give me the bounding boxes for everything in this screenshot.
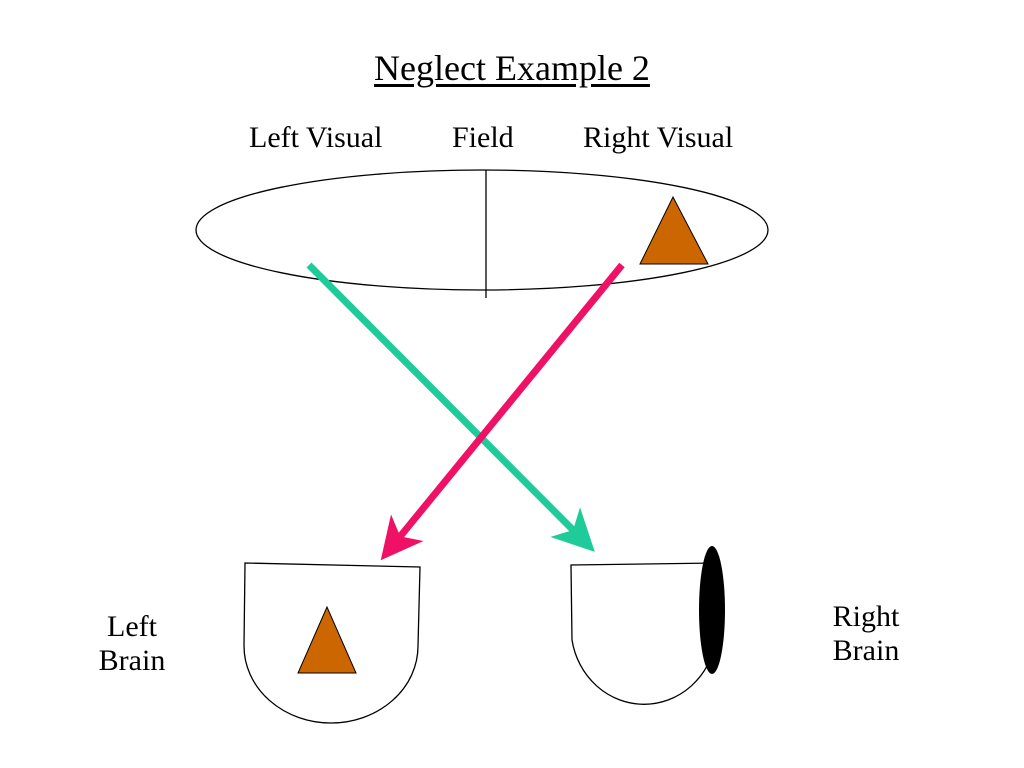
right-brain-hemisphere	[570, 562, 717, 705]
right-field-triangle-stimulus	[639, 195, 709, 265]
left-brain-label-line1: Left	[107, 610, 157, 643]
field-label: Field	[452, 121, 514, 154]
right-brain-lesion	[699, 546, 725, 674]
left-brain-label: Left Brain	[72, 610, 192, 678]
right-visual-label: Right Visual	[583, 121, 734, 154]
right-brain-label: Right Brain	[806, 600, 926, 668]
right-brain-label-line2: Brain	[832, 634, 900, 667]
left-brain-hemisphere	[243, 562, 421, 724]
left-brain-label-line2: Brain	[98, 644, 166, 677]
left-field-to-right-brain-arrow	[306, 262, 595, 552]
visual-field-ellipse	[195, 169, 769, 291]
diagram-title: Neglect Example 2	[374, 48, 650, 88]
right-field-to-left-brain-arrow	[380, 262, 625, 561]
left-brain-triangle-percept	[297, 605, 357, 674]
right-brain-label-line1: Right	[832, 600, 900, 633]
left-visual-label: Left Visual	[249, 121, 383, 154]
